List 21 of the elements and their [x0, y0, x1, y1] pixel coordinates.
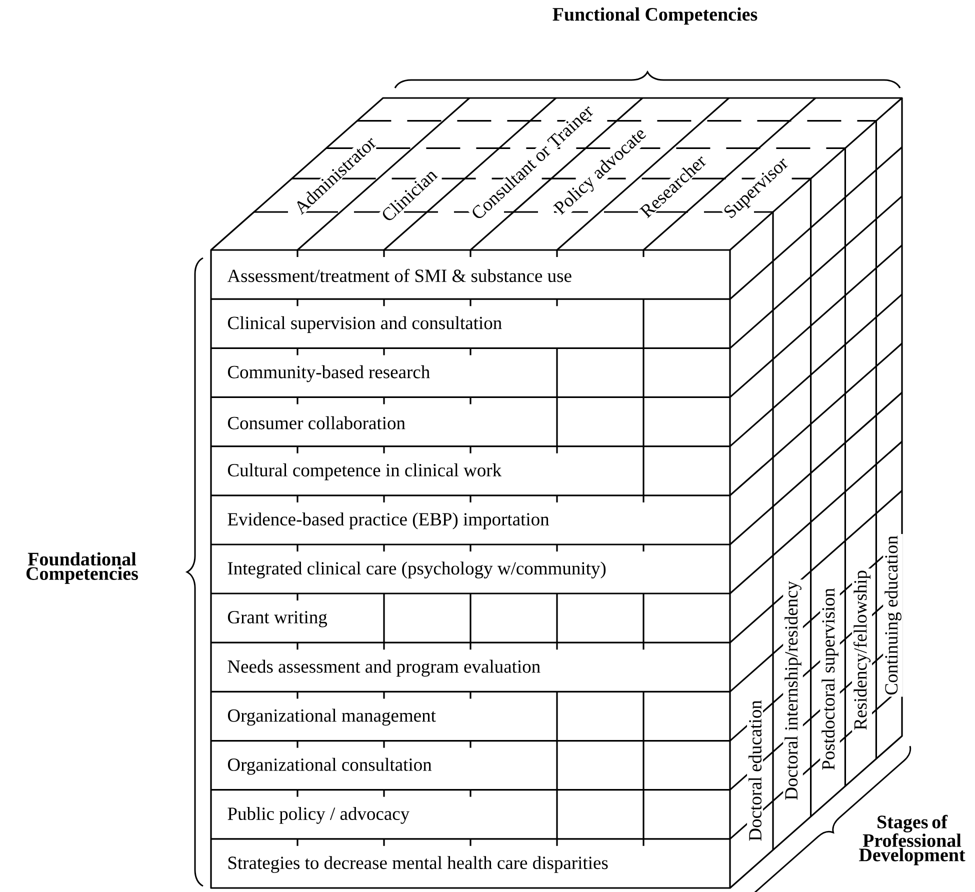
stage-label: Postdoctoral supervision: [820, 586, 840, 772]
row-label: Grant writing: [228, 611, 328, 628]
stage-label: Residency/fellowship: [852, 568, 872, 732]
axis-title: Stages of Professional Development: [859, 814, 966, 866]
row-label: Integrated clinical care (psychology w/community): [228, 562, 606, 578]
axis-title: Foundational Competencies: [26, 552, 138, 584]
row-label: Organizational consultation: [228, 758, 432, 775]
row-label: Strategies to decrease mental health care disparities: [228, 856, 608, 873]
row-label: Organizational management: [228, 708, 436, 726]
axis-title: Functional Competencies: [552, 7, 758, 25]
row-label: Assessment/treatment of SMI & substance use: [227, 268, 572, 282]
row-label: Cultural competence in clinical work: [228, 463, 502, 480]
row-label: Needs assessment and program evaluation: [228, 660, 540, 677]
stage-label: Doctoral internship/residency: [783, 579, 803, 802]
row-label: Public policy / advocacy: [228, 807, 410, 824]
stage-label: Doctoral education: [747, 698, 764, 843]
stage-label: Continuing education: [883, 534, 903, 697]
row-label: Evidence-based practice (EBP) importation: [228, 512, 550, 530]
row-label: Community-based research: [228, 365, 430, 382]
row-label: Clinical supervision and consultation: [228, 316, 502, 333]
row-label: Consumer collaboration: [228, 416, 406, 430]
